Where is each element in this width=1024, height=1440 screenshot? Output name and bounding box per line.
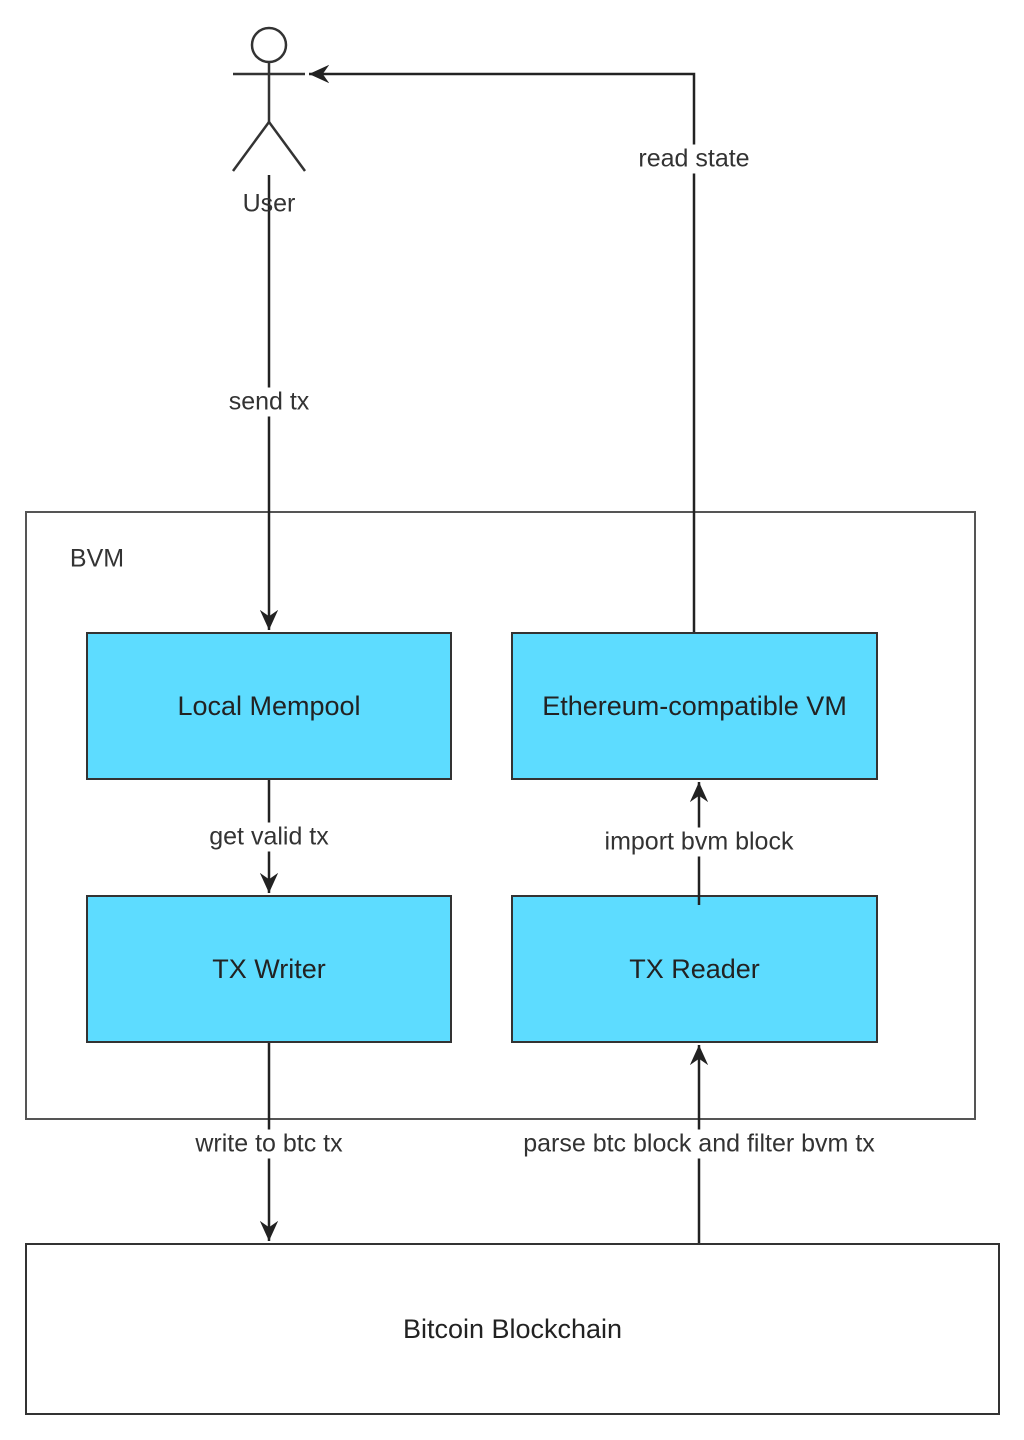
write-btc-label: write to btc tx [191, 1129, 347, 1159]
user-actor-icon[interactable] [231, 26, 307, 172]
tx-writer-node[interactable]: TX Writer [86, 895, 452, 1043]
tx-reader-node[interactable]: TX Reader [511, 895, 878, 1043]
get-valid-tx-label: get valid tx [205, 822, 333, 852]
bvm-container [25, 511, 976, 1120]
tx-writer-label: TX Writer [212, 953, 326, 984]
local-mempool-node[interactable]: Local Mempool [86, 632, 452, 780]
bitcoin-blockchain-label: Bitcoin Blockchain [402, 1313, 623, 1344]
bvm-container-label: BVM [69, 544, 125, 573]
evm-node[interactable]: Ethereum-compatible VM [511, 632, 878, 780]
import-block-label: import bvm block [600, 827, 798, 857]
read-state-label: read state [634, 144, 754, 174]
send-tx-label: send tx [224, 387, 314, 417]
evm-label: Ethereum-compatible VM [542, 690, 847, 721]
parse-btc-label: parse btc block and filter bvm tx [519, 1129, 879, 1159]
user-actor-label: User [242, 189, 296, 218]
tx-reader-label: TX Reader [629, 953, 760, 984]
local-mempool-label: Local Mempool [177, 690, 361, 721]
read-state-edge [309, 64, 696, 632]
bitcoin-blockchain-node[interactable]: Bitcoin Blockchain [25, 1243, 1000, 1415]
